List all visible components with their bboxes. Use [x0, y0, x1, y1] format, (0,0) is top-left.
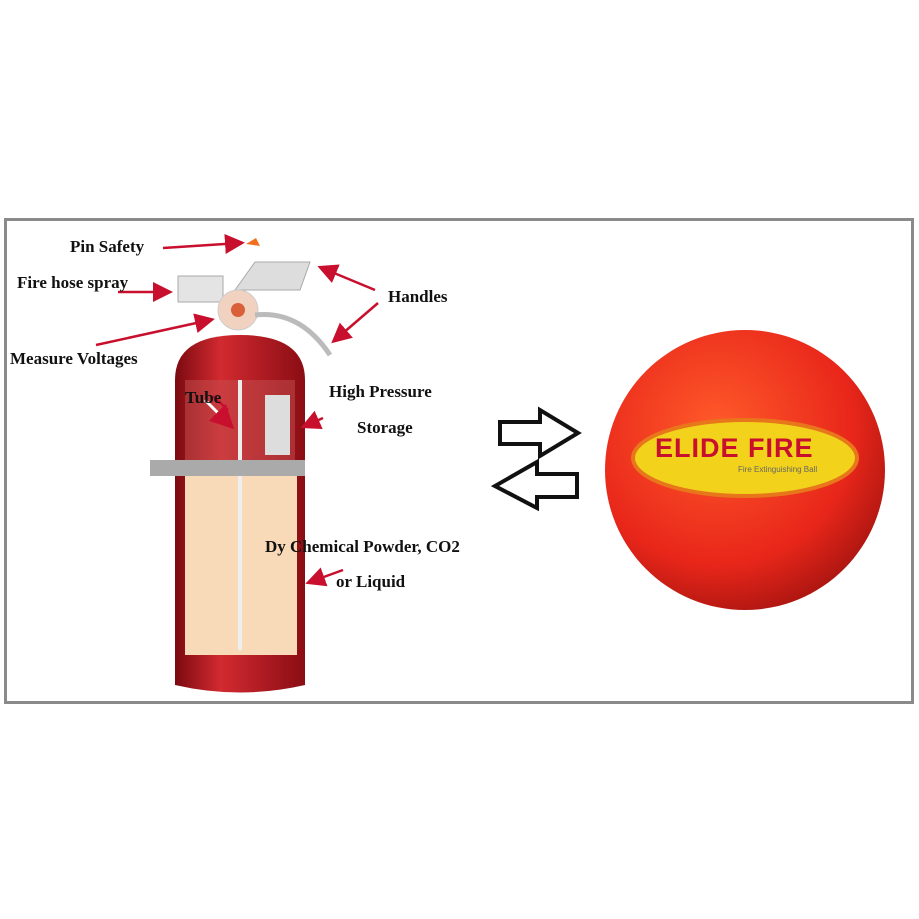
tube-arrow: [203, 398, 235, 430]
right-arrow-icon: [498, 406, 582, 460]
label-liquid: or Liquid: [336, 572, 406, 591]
fire-ball: [605, 330, 885, 610]
label-measure-voltages: Measure Voltages: [10, 349, 138, 368]
ball-subtitle: Fire Extinguishing Ball: [738, 465, 818, 474]
label-handles: Handles: [388, 287, 448, 306]
label-high-pressure: High Pressure: [329, 382, 432, 401]
fire-extinguisher: [150, 238, 333, 693]
pointer-arrows: [95, 233, 379, 587]
label-tube: Tube: [185, 388, 222, 407]
safety-pin-icon: [246, 238, 260, 246]
label-fire-hose-spray: Fire hose spray: [17, 273, 129, 292]
label-storage: Storage: [357, 418, 413, 437]
left-arrow-icon: [490, 458, 579, 512]
label-powder: Dy Chemical Powder, CO2: [265, 537, 460, 556]
label-pin-safety: Pin Safety: [70, 237, 145, 256]
ball-brand: ELIDE FIRE: [655, 433, 814, 463]
